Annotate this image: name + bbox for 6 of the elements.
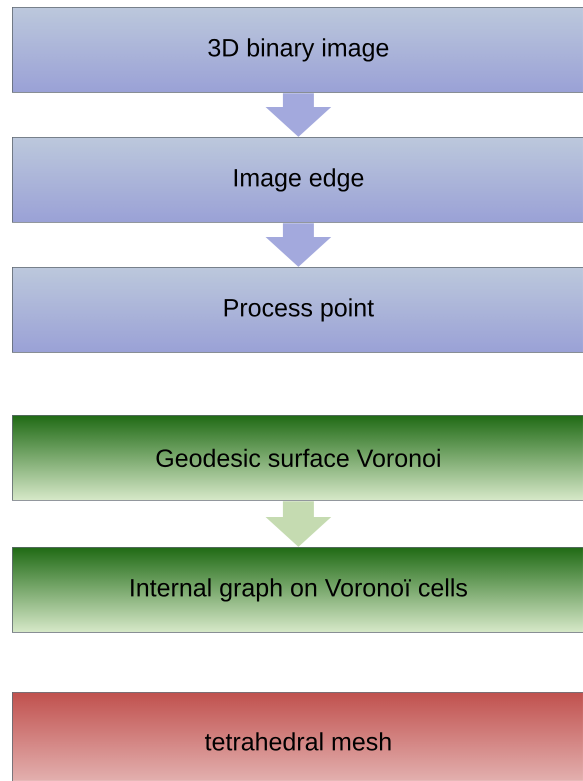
process-box: Image edge	[12, 137, 583, 223]
process-box: Geodesic surface Voronoi	[12, 415, 583, 501]
process-box: Process point	[12, 267, 583, 353]
process-box: Internal graph on Voronoï cells	[12, 547, 583, 633]
process-box: 3D binary image	[12, 7, 583, 93]
process-box: tetrahedral mesh	[12, 692, 583, 781]
